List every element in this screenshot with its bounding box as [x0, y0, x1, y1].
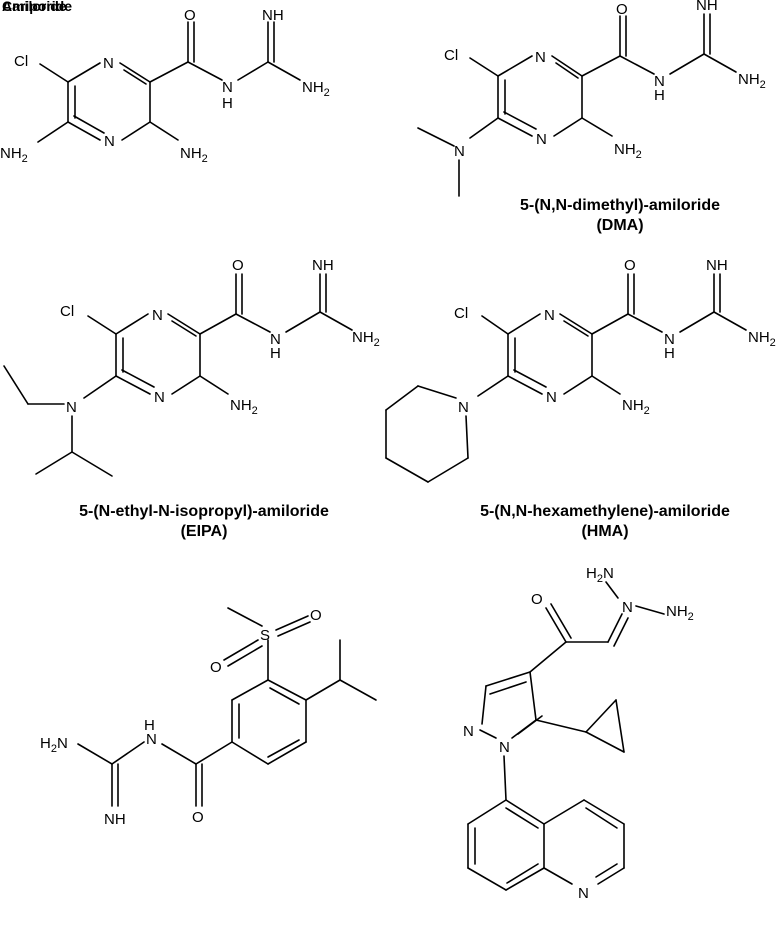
nh2-label: NH2 [0, 145, 28, 165]
pyrazole-n-label: N [499, 739, 510, 756]
o-label: O [192, 809, 204, 826]
ring-n-top: N [544, 307, 555, 324]
ring-n-bottom: N [154, 389, 165, 406]
caption-hma: 5-(N,N-hexamethylene)-amiloride (HMA) [452, 502, 758, 542]
caption-eipa-line-1: 5-(N-ethyl-N-isopropyl)-amiloride [79, 503, 329, 520]
imine-nh-label: NH [312, 257, 334, 274]
cl-label: Cl [454, 305, 468, 322]
o-label: O [616, 1, 628, 18]
imine-nh-label: NH [104, 811, 126, 828]
nh-label: N [222, 79, 233, 96]
h-label: H [654, 87, 665, 104]
cl-label: Cl [60, 303, 74, 320]
h-label: H [144, 717, 155, 734]
nh2-label: NH2 [748, 329, 776, 349]
nh-label: N [664, 331, 675, 348]
nh2-label: NH2 [352, 329, 380, 349]
ring-n-top: N [103, 55, 114, 72]
nh2-label: NH2 [614, 141, 642, 161]
cl-label: Cl [14, 53, 28, 70]
header-label-2: Cariporide [2, 0, 73, 14]
amine-n-label: N [454, 143, 465, 160]
ring-n-top: N [535, 49, 546, 66]
ring-n-bottom: N [546, 389, 557, 406]
nh2-label: NH2 [622, 397, 650, 417]
pyrazole-n-label: N [463, 723, 474, 740]
structure-dma: N N Cl N NH2 O N H NH NH2 [417, 0, 766, 197]
sulfur-label: S [260, 627, 270, 644]
nh-label: N [270, 331, 281, 348]
amine-n-label: N [66, 399, 77, 416]
nh-label: N [654, 73, 665, 90]
ring-n-bottom: N [104, 133, 115, 150]
o-label: O [624, 257, 636, 274]
h2n-label: H2N [586, 565, 614, 585]
structure-hma: N N Cl N NH2 O N H [385, 257, 776, 483]
cl-label: Cl [444, 47, 458, 64]
caption-hma-line-2: (HMA) [581, 523, 629, 540]
header-label-1: Amiloride [2, 0, 67, 14]
caption-eipa-line-2: (EIPA) [180, 523, 228, 540]
nh2-label: NH2 [666, 603, 694, 623]
nh2-label: NH2 [738, 71, 766, 91]
h-label: H [222, 95, 233, 112]
structure-eipa: N N Cl N NH2 O N H NH [3, 257, 380, 477]
nh2-label: NH2 [302, 79, 330, 99]
nh-label: N [146, 731, 157, 748]
imine-nh-label: NH [706, 257, 728, 274]
o-label: O [310, 607, 322, 624]
o-label: O [184, 7, 196, 24]
o-label: O [232, 257, 244, 274]
imine-nh-label: NH [262, 7, 284, 24]
ring-n-top: N [152, 307, 163, 324]
nh2-label: NH2 [180, 145, 208, 165]
ring-n-bottom: N [536, 131, 547, 148]
h-label: H [664, 345, 675, 362]
quinoline-n-label: N [578, 885, 589, 902]
o-label: O [210, 659, 222, 676]
caption-dma-line-1: 5-(N,N-dimethyl)-amiloride [519, 197, 720, 214]
amine-n-label: N [458, 399, 469, 416]
structure-cariporide: S O O O N H NH H2N [40, 607, 377, 828]
h-label: H [270, 345, 281, 362]
structure-amiloride: N N Cl NH2 NH2 O N H NH NH2 [0, 7, 330, 165]
caption-dma-line-2: (DMA) [596, 217, 644, 234]
caption-dma: 5-(N,N-dimethyl)-amiloride (DMA) [470, 196, 770, 236]
h2n-label: H2N [40, 735, 68, 755]
caption-hma-line-1: 5-(N,N-hexamethylene)-amiloride [480, 503, 730, 520]
caption-eipa: 5-(N-ethyl-N-isopropyl)-amiloride (EIPA) [44, 502, 364, 542]
nh2-label: NH2 [230, 397, 258, 417]
imine-nh-label: NH [696, 0, 718, 14]
structure-pyrazole-hydrazone: N N O N H2N NH2 [463, 565, 694, 902]
o-label: O [531, 591, 543, 608]
hydrazone-n-label: N [622, 599, 633, 616]
